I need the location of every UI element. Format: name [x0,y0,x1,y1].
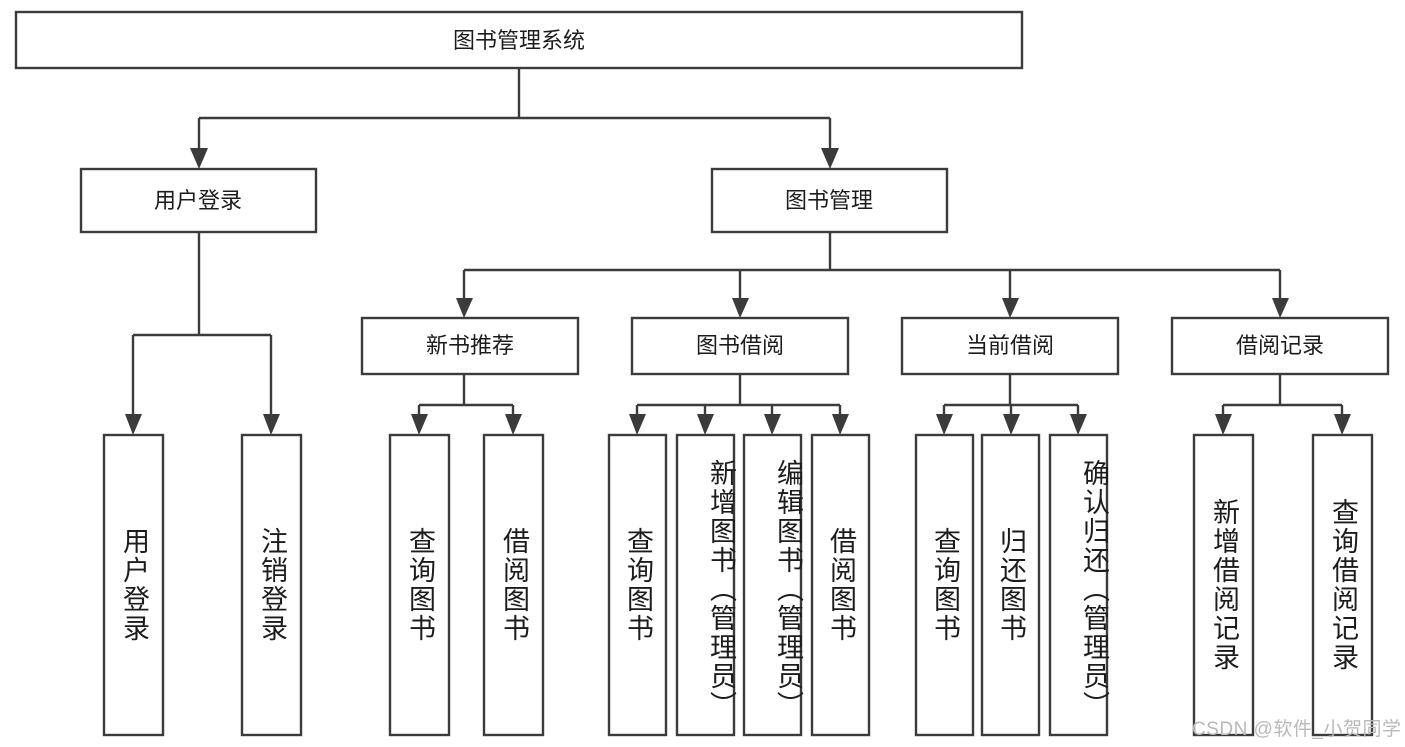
node-book-management[interactable]: 图书管理 [710,167,949,234]
leaf-box-add-borrow-record[interactable] [1192,433,1255,737]
arrow-to-book-borrow [732,298,749,318]
node-borrow-record-label: 借阅记录 [1236,333,1324,358]
arrow-to-book-mgmt [821,148,839,169]
arrow-book-borrow-leaf3 [764,414,781,435]
leaf-box-edit-book-admin[interactable] [742,433,803,737]
arrow-to-new-book [456,298,473,318]
node-current-borrow-box[interactable] [900,316,1120,376]
arrow-user-login-leaf1 [125,414,142,435]
arrow-user-login-leaf2 [263,414,280,435]
node-user-login[interactable]: 用户登录 [79,167,318,234]
csdn-watermark: CSDN @软件_小贺同学 [1192,719,1402,740]
leaf-box-return-book[interactable] [980,433,1041,737]
arrow-current-borrow-leaf1 [936,414,953,435]
node-root-box[interactable] [14,10,1024,70]
leaf-box-layer [102,433,1374,737]
node-book-management-box[interactable] [710,167,949,234]
node-book-borrow-label: 图书借阅 [696,333,784,358]
arrow-to-current-borrow [1002,298,1019,318]
arrow-borrow-record-leaf1 [1215,414,1232,435]
arrow-book-borrow-leaf4 [832,414,849,435]
node-user-login-box[interactable] [79,167,318,234]
node-current-borrow-label: 当前借阅 [966,333,1054,358]
leaf-box-logout[interactable] [240,433,303,737]
arrow-new-book-leaf2 [505,414,522,435]
arrow-current-borrow-leaf2 [1003,414,1020,435]
arrow-to-borrow-record [1272,298,1289,318]
leaf-box-query-book-current[interactable] [914,433,975,737]
node-current-borrow[interactable]: 当前借阅 [900,316,1120,376]
leaf-box-query-borrow-record[interactable] [1311,433,1374,737]
node-borrow-record[interactable]: 借阅记录 [1170,316,1390,376]
arrow-borrow-record-leaf2 [1334,414,1351,435]
leaf-box-query-book-borrow[interactable] [607,433,668,737]
arrow-book-borrow-leaf2 [697,414,714,435]
node-root[interactable]: 图书管理系统 [14,10,1024,70]
node-new-book-recommend[interactable]: 新书推荐 [360,316,580,376]
leaf-box-user-login[interactable] [102,433,165,737]
leaf-box-add-book-admin[interactable] [675,433,736,737]
leaf-box-borrow-book[interactable] [810,433,871,737]
arrow-book-borrow-leaf1 [629,414,646,435]
leaf-box-confirm-return-admin[interactable] [1048,433,1109,737]
node-new-book-recommend-label: 新书推荐 [426,333,514,358]
leaf-box-query-book-new[interactable] [388,433,451,737]
node-new-book-recommend-box[interactable] [360,316,580,376]
node-user-login-label: 用户登录 [154,188,242,213]
leaf-box-borrow-book-new[interactable] [482,433,545,737]
arrow-new-book-leaf1 [411,414,428,435]
node-book-borrow[interactable]: 图书借阅 [630,316,850,376]
node-book-management-label: 图书管理 [785,188,873,213]
node-borrow-record-box[interactable] [1170,316,1390,376]
connector-layer [125,68,1351,435]
node-root-label: 图书管理系统 [453,28,585,53]
arrow-current-borrow-leaf3 [1070,414,1087,435]
node-book-borrow-box[interactable] [630,316,850,376]
arrow-to-user-login [190,148,208,169]
